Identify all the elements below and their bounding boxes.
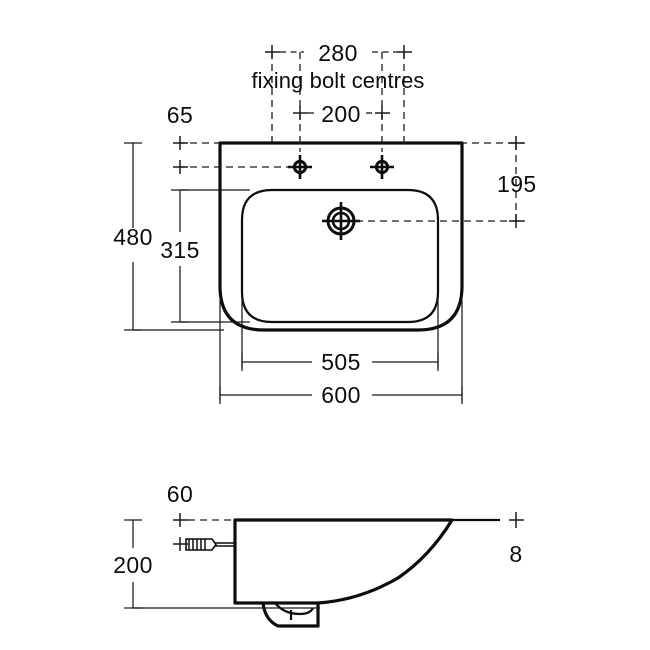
dim-label-65: 65	[167, 102, 193, 128]
side-view: 60 200 8	[113, 481, 524, 628]
dim-label-280: 280	[318, 40, 358, 66]
side-waste-outline	[261, 602, 320, 628]
dim-label-195: 195	[497, 171, 537, 197]
side-profile-outline	[233, 518, 454, 605]
dim-label-315: 315	[160, 237, 200, 263]
dim-label-200: 200	[321, 101, 361, 127]
basin-outer-outline	[218, 141, 464, 332]
dim-label-505: 505	[321, 349, 361, 375]
cross-marks-plan	[173, 45, 524, 228]
plan-view: 280 fixing bolt centres 200 65 480 315 1…	[113, 40, 536, 408]
dim-label-8: 8	[509, 541, 522, 567]
dim-label-480: 480	[113, 224, 153, 250]
dim-label-60: 60	[167, 481, 193, 507]
dim-label-200-depth: 200	[113, 552, 153, 578]
dim-label-600: 600	[321, 382, 361, 408]
basin-inner-bowl	[240, 188, 440, 324]
note-fixing-bolt-centres: fixing bolt centres	[251, 68, 424, 93]
tap-hole	[322, 202, 360, 240]
wall-plug-icon	[185, 538, 235, 551]
cross-marks-side	[173, 512, 524, 551]
bolt-hole-right	[370, 155, 394, 179]
